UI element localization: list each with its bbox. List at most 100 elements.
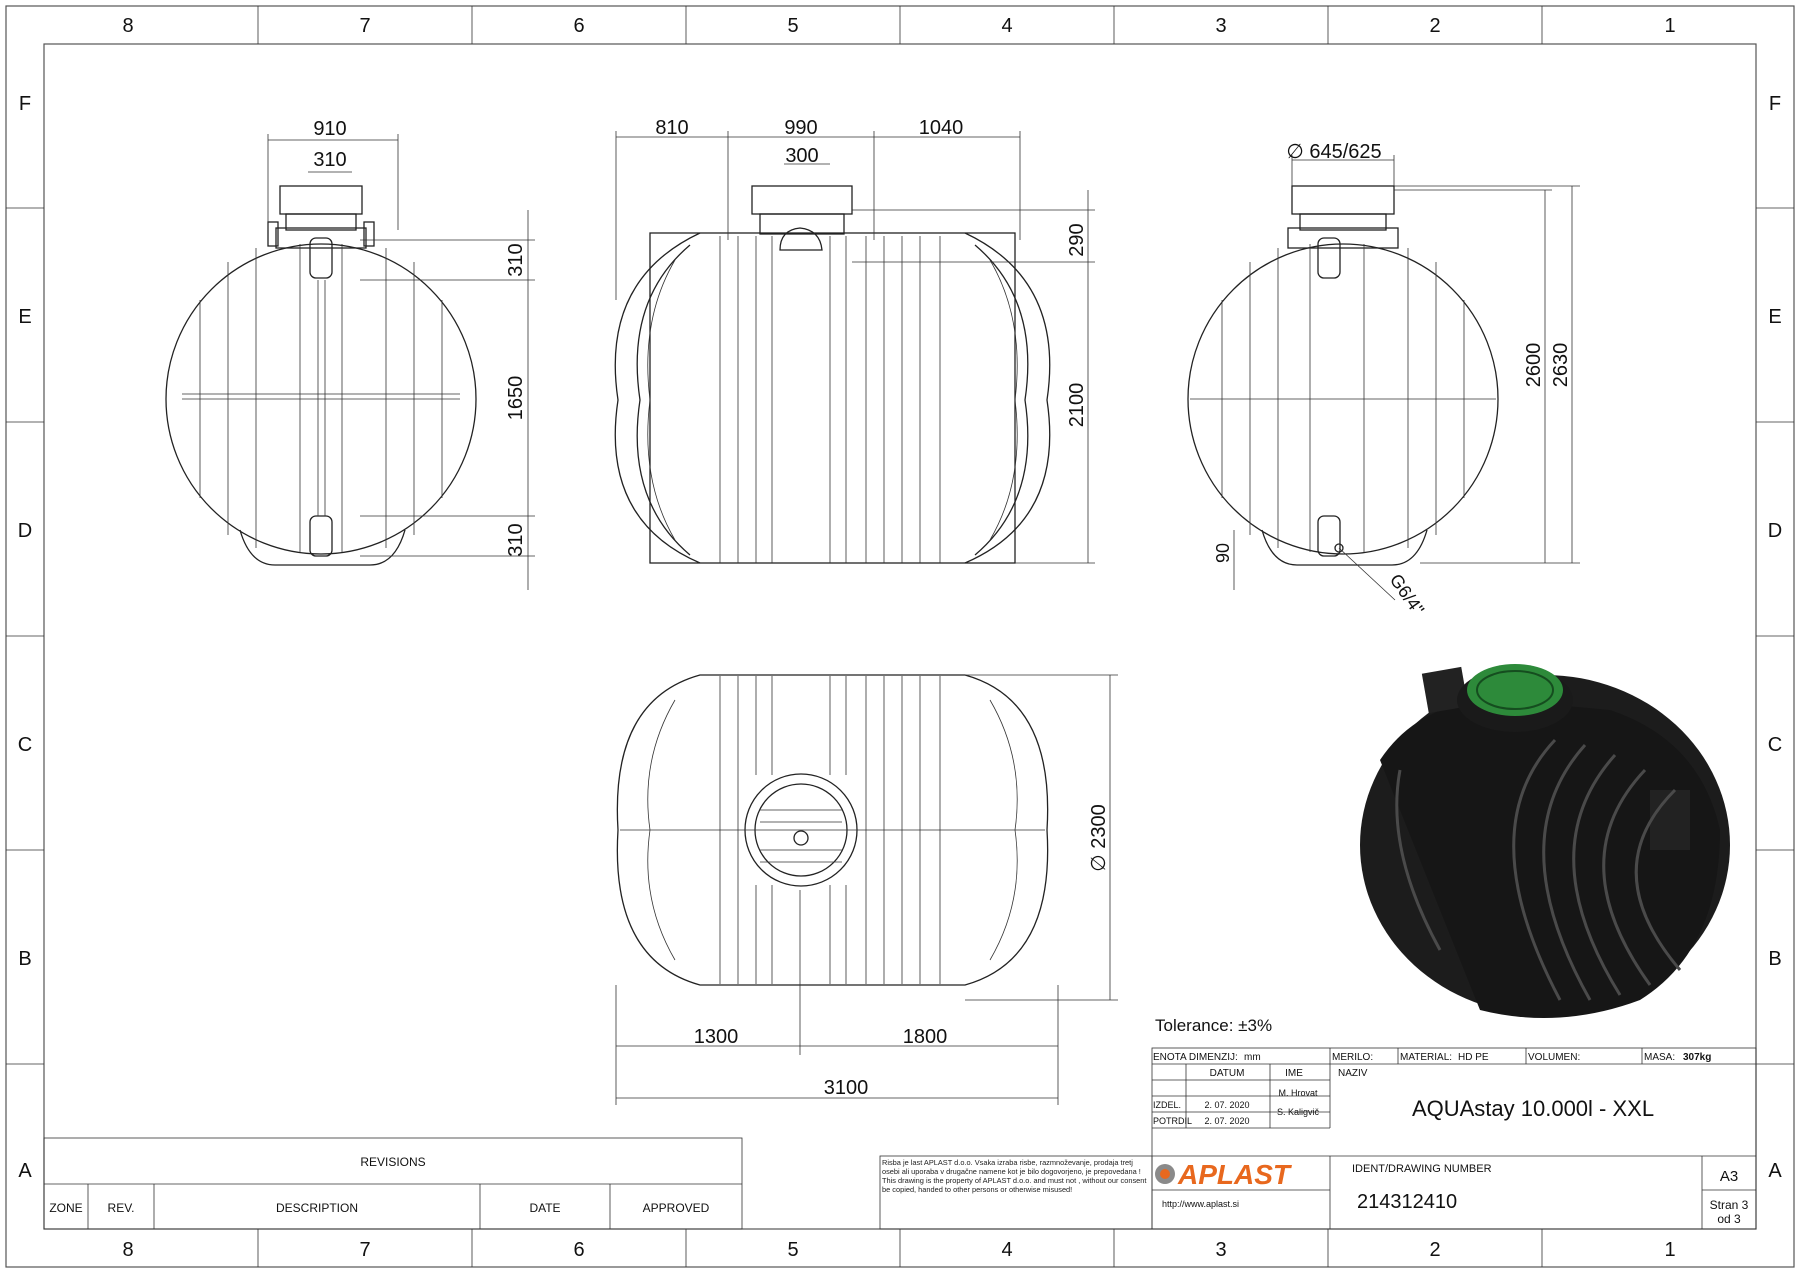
dim-top-2300: ∅ 2300	[1088, 804, 1110, 871]
material-value: HD PE	[1458, 1052, 1489, 1063]
revisions-col-date: DATE	[529, 1201, 560, 1215]
side-view-right	[1187, 185, 1499, 566]
title-block-grid	[879, 1047, 1757, 1230]
website-link[interactable]: http://www.aplast.si	[1162, 1199, 1239, 1209]
ident-value: 214312410	[1357, 1191, 1457, 1213]
dim-front-2100: 2100	[1066, 383, 1088, 428]
zone-col-8: 8	[122, 15, 133, 37]
datum-label: DATUM	[1210, 1068, 1245, 1079]
front-view	[614, 185, 1051, 564]
zone-col-5-bottom: 5	[787, 1239, 798, 1261]
dim-front-1040: 1040	[919, 117, 964, 139]
dim-front-990: 990	[784, 117, 817, 139]
dim-front-290: 290	[1066, 223, 1088, 256]
revisions-col-zone: ZONE	[49, 1201, 82, 1215]
left-view-dimension-lines	[267, 134, 535, 590]
zone-row-b-right: B	[1768, 948, 1781, 970]
masa-value: 307kg	[1683, 1052, 1711, 1063]
dim-right-2630: 2630	[1550, 343, 1572, 388]
zone-col-8-bottom: 8	[122, 1239, 133, 1261]
zone-row-a: A	[18, 1160, 32, 1182]
row2-date: 2. 07. 2020	[1204, 1116, 1249, 1126]
revisions-col-rev: REV.	[108, 1201, 135, 1215]
right-view-dimension-lines	[1233, 155, 1580, 601]
zone-col-4: 4	[1001, 15, 1012, 37]
zone-row-labels-left: F E D C B A	[18, 93, 33, 1182]
zone-column-labels-bottom: 8 7 6 5 4 3 2 1	[122, 1239, 1675, 1261]
zone-col-4-bottom: 4	[1001, 1239, 1012, 1261]
zone-col-2-bottom: 2	[1429, 1239, 1440, 1261]
zone-col-7-bottom: 7	[359, 1239, 370, 1261]
inner-frame	[43, 43, 1757, 1230]
zone-row-e-right: E	[1768, 306, 1781, 328]
merilo-label: MERILO:	[1332, 1052, 1373, 1063]
zone-col-5: 5	[787, 15, 798, 37]
dim-top-1300: 1300	[694, 1026, 739, 1048]
zone-row-a-right: A	[1768, 1160, 1782, 1182]
dim-front-300: 300	[785, 145, 818, 167]
enota-value: mm	[1244, 1052, 1261, 1063]
dim-left-310-top: 310	[505, 243, 527, 276]
dim-left-1650: 1650	[505, 376, 527, 421]
masa-label: MASA:	[1644, 1052, 1675, 1063]
legal-notice-sl: Risba je last APLAST d.o.o. Vsaka izraba…	[882, 1158, 1141, 1176]
zone-col-3-bottom: 3	[1215, 1239, 1226, 1261]
row1-role: IZDEL.	[1153, 1100, 1181, 1110]
dim-left-310-bottom: 310	[505, 523, 527, 556]
dim-left-310-neck: 310	[313, 149, 346, 171]
title-block-labels: ENOTA DIMENZIJ: mm MERILO: MATERIAL: HD …	[1153, 1052, 1749, 1226]
zone-row-e: E	[18, 306, 31, 328]
row2-role: POTRDIL	[1153, 1116, 1192, 1126]
zone-col-6: 6	[573, 15, 584, 37]
sheet-format: A3	[1720, 1168, 1738, 1185]
dim-top-1800: 1800	[903, 1026, 948, 1048]
outer-frame	[5, 5, 1795, 1268]
ident-label: IDENT/DRAWING NUMBER	[1352, 1163, 1492, 1175]
revisions-col-description: DESCRIPTION	[276, 1201, 358, 1215]
enota-label: ENOTA DIMENZIJ:	[1153, 1052, 1238, 1063]
row1-name: M. Hrovat	[1278, 1088, 1318, 1098]
zone-row-d: D	[18, 520, 32, 542]
dim-right-2600: 2600	[1523, 343, 1545, 388]
dim-front-810: 810	[655, 117, 688, 139]
row1-date: 2. 07. 2020	[1204, 1100, 1249, 1110]
legal-notice-en: This drawing is the property of APLAST d…	[882, 1176, 1147, 1194]
dim-right-diameter: ∅ 645/625	[1286, 141, 1381, 163]
page-number-line1: Stran 3	[1710, 1198, 1749, 1212]
drawing-title: AQUAstay 10.000l - XXL	[1412, 1096, 1654, 1121]
zone-row-f: F	[19, 93, 31, 115]
zone-col-2: 2	[1429, 15, 1440, 37]
zone-col-3: 3	[1215, 15, 1226, 37]
revisions-table-grid	[43, 1137, 743, 1230]
top-view	[616, 674, 1049, 986]
aplast-logo: APLAST	[1155, 1159, 1293, 1190]
zone-row-labels-right: F E D C B A	[1768, 93, 1783, 1182]
page-number-line2: od 3	[1717, 1212, 1741, 1226]
ime-label: IME	[1285, 1068, 1303, 1079]
zone-col-1-bottom: 1	[1664, 1239, 1675, 1261]
dim-right-thread: G6/4"	[1386, 570, 1428, 619]
zone-col-7: 7	[359, 15, 370, 37]
revisions-table: REVISIONS ZONE REV. DESCRIPTION DATE APP…	[49, 1155, 709, 1215]
revisions-col-approved: APPROVED	[643, 1201, 710, 1215]
logo-text: APLAST	[1177, 1159, 1293, 1190]
zone-row-d-right: D	[1768, 520, 1782, 542]
zone-col-6-bottom: 6	[573, 1239, 584, 1261]
dim-top-3100: 3100	[824, 1077, 869, 1099]
front-view-dimension-lines	[615, 131, 1095, 564]
zone-row-b: B	[18, 948, 31, 970]
zone-ticks	[6, 6, 1794, 1267]
revisions-title: REVISIONS	[360, 1155, 425, 1169]
zone-row-c: C	[18, 734, 32, 756]
zone-col-1: 1	[1664, 15, 1675, 37]
tolerance-note: Tolerance: ±3%	[1155, 1016, 1272, 1035]
naziv-label: NAZIV	[1338, 1068, 1368, 1079]
zone-column-labels-top: 8 7 6 5 4 3 2 1	[122, 15, 1675, 37]
zone-row-c-right: C	[1768, 734, 1782, 756]
dim-left-910: 910	[313, 118, 346, 140]
volumen-label: VOLUMEN:	[1528, 1052, 1580, 1063]
tank-3d-render	[1360, 664, 1730, 1018]
row2-name: S. Kaligvič	[1277, 1107, 1320, 1117]
top-view-dimension-lines	[615, 674, 1118, 1105]
